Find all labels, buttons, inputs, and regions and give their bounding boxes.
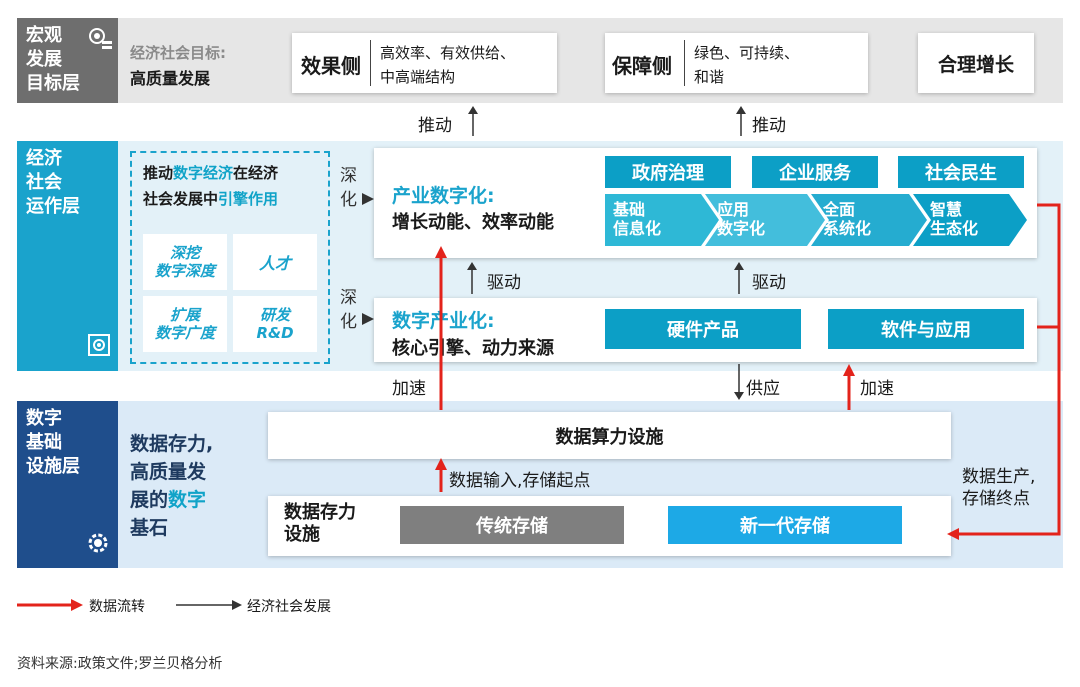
legend-develop-label: 经济社会发展 [247,599,331,615]
push-label-left: 推动 [418,116,452,136]
deepen-bottom-arrow [362,313,374,325]
base-label-line2: 基础 [26,432,62,453]
hardware-box: 硬件产品 [605,309,801,349]
chevron-label-4: 智慧生态化 [930,200,979,238]
macro-label-line3: 目标层 [26,73,80,94]
goal-value: 高质量发展 [130,69,211,88]
chevron-1 [605,194,719,246]
push-arrow-left [468,106,478,136]
compute-label: 数据算力设施 [555,426,664,448]
effect-text-2: 中高端结构 [380,68,456,86]
reasonable-label: 合理增长 [937,53,1014,76]
guarantee-text-1: 绿色、可持续、 [694,44,800,62]
input-note: 数据输入,存储起点 [449,471,591,491]
tag-society: 社会民生 [898,156,1024,188]
guarantee-box [605,33,868,93]
storage-label: 数据存力设施 [284,502,356,545]
tile-deepen: 深挖数字深度 [143,234,227,290]
target-icon [89,28,112,49]
macro-label-line1: 宏观 [26,25,62,46]
gear-icon [88,533,108,553]
econ-label: 经济 社会 运作层 [17,141,118,371]
legend-flow-label: 数据流转 [89,599,145,615]
tile-expand: 扩展数字广度 [143,296,227,352]
supply-label: 供应 [746,379,780,399]
industry-digital-title: 产业数字化: [392,185,495,207]
guarantee-label: 保障侧 [612,54,672,78]
chevron-2 [705,194,825,246]
accelerate-right: 加速 [860,379,894,399]
supply-arrow [734,364,744,400]
industry-digital-sub: 增长动能、效率动能 [392,212,554,233]
goal-title: 经济社会目标: [130,44,226,62]
guarantee-text-2: 和谐 [694,68,725,86]
gen-note: 数据生产,存储终点 [962,467,1036,509]
base-description: 数据存力, 高质量发 展的数字 基石 [130,433,214,539]
tag-enterprise: 企业服务 [752,156,878,188]
tag-government: 政府治理 [605,156,731,188]
digital-industry-title: 数字产业化: [392,310,495,332]
promo-line-1: 推动数字经济在经济 [143,164,279,182]
drive-label-right: 驱动 [752,273,786,293]
gear-settings-icon [88,334,110,356]
reasonable-box: 合理增长 [918,33,1034,93]
tile-talent: 人才 [233,234,317,290]
promo-box [130,151,330,364]
drive-label-left: 驱动 [487,273,521,293]
push-arrow-right [736,106,746,136]
source-note: 资料来源:政策文件;罗兰贝格分析 [17,656,223,672]
base-label: 数字 基础 设施层 [17,401,118,568]
effect-box [292,33,557,93]
chevron-3 [811,194,927,246]
legend-develop-arrow [176,600,242,610]
effect-label: 效果侧 [301,54,361,78]
promo-line-2: 社会发展中引擎作用 [143,190,279,208]
traditional-storage: 传统存储 [400,506,624,544]
macro-label-line2: 发展 [26,49,62,70]
deepen-bottom: 深化 [340,288,357,332]
newgen-storage: 新一代存储 [668,506,902,544]
macro-label: 宏观 发展 目标层 [17,18,118,103]
compute-box: 数据算力设施 [268,412,951,459]
deepen-top: 深化 [340,166,357,210]
effect-text-1: 高效率、有效供给、 [380,44,516,62]
chevron-row [605,194,1027,246]
econ-label-line3: 运作层 [26,196,80,217]
deepen-top-arrow [362,193,374,205]
flow-loop [955,203,1061,536]
econ-label-line2: 社会 [26,172,62,193]
legend-flow-arrow [17,599,83,611]
chevron-label-3: 全面系统化 [823,200,872,238]
accelerate-left: 加速 [392,379,426,399]
base-label-line1: 数字 [26,408,62,429]
push-label-right: 推动 [752,116,786,136]
chevron-4 [913,194,1027,246]
econ-label-line1: 经济 [26,148,62,169]
chevron-label-1: 基础信息化 [613,200,662,238]
software-box: 软件与应用 [828,309,1024,349]
data-flow-arrows [435,203,1061,540]
chevron-label-2: 应用数字化 [717,200,766,238]
digital-industry-sub: 核心引擎、动力来源 [392,338,554,359]
base-label-line3: 设施层 [26,456,80,477]
drive-arrow-left [467,262,477,294]
drive-arrow-right [734,262,744,294]
